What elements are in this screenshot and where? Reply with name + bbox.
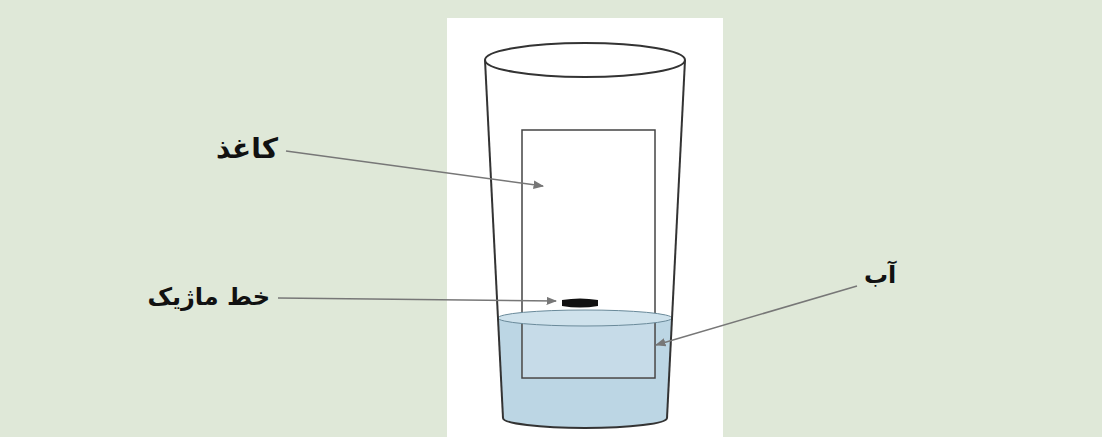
water-body [498, 318, 672, 428]
leader-line [278, 298, 556, 301]
white-panel [447, 18, 723, 437]
glass-base [503, 418, 667, 428]
part-label: خط ماژیک [147, 283, 270, 312]
leader-line [656, 286, 857, 345]
paper-strip [522, 130, 655, 378]
glass-rim [485, 43, 685, 77]
part-label: کاغذ [216, 132, 278, 166]
water-surface [498, 310, 672, 326]
water-over-paper [523, 320, 654, 377]
leader-line [286, 151, 543, 186]
part-label: آب [864, 261, 896, 290]
marker-line [562, 299, 598, 308]
glass-wall [485, 60, 503, 418]
glass-wall [667, 60, 685, 418]
